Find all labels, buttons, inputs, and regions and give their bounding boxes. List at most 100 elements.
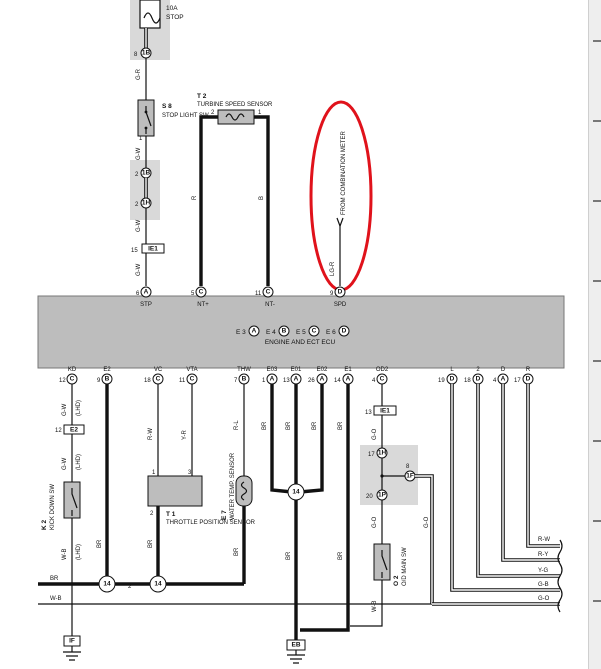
stop-light-switch: S 8 STOP LIGHT SW (137, 99, 209, 137)
connector-ie2 (63, 424, 85, 435)
pin-number: 8 (134, 52, 138, 58)
component-name: STOP LIGHT SW (162, 113, 209, 119)
pin-code: A (144, 289, 149, 296)
pin-code: C (266, 289, 271, 296)
wire-color-label: R (192, 195, 198, 200)
pin-code: C (156, 376, 161, 383)
wire-color-label: BR (312, 421, 318, 430)
pin-number: 2 (135, 172, 139, 178)
turbine-speed-sensor: T 2 TURBINE SPEED SENSOR 2 1 (197, 93, 273, 125)
lhd-label: (LHD) (76, 544, 82, 560)
ecu-body (37, 295, 565, 369)
ecu-bottom-pins: KD C 12 E2 B 9 VC C 18 VTA C 11 THW B 7 … (59, 367, 534, 385)
wire-color-label: BR (286, 551, 292, 560)
pin-code: B (242, 376, 247, 383)
splice-label: 14 (154, 581, 162, 588)
pin-number: 1 (139, 136, 143, 142)
component-id: O 2 (393, 575, 400, 586)
pin-number: 20 (366, 494, 373, 500)
junction-label: 1H (378, 450, 387, 457)
pin-name: VTA (186, 367, 197, 373)
pin-code: D (526, 376, 531, 383)
pin-number: 11 (255, 291, 262, 297)
component-id: T 1 (166, 511, 176, 518)
wire-color-label: W-B (62, 548, 68, 560)
wire-color-label: R-L (234, 420, 240, 430)
output-wire-label: G-O (538, 596, 550, 602)
pin-code: A (501, 376, 506, 383)
component-id: T 2 (197, 93, 207, 100)
pin-number: 12 (55, 428, 62, 434)
wire-color-label: BR (338, 551, 344, 560)
pin-name: NT+ (197, 302, 209, 308)
pin-name: SPD (334, 302, 347, 308)
pin-name: E02 (317, 367, 328, 373)
pin-number: 18 (144, 378, 151, 384)
component-name: KICK DOWN SW (50, 484, 56, 530)
output-wire-label: Y-G (538, 568, 548, 574)
pin-name: VC (154, 367, 163, 373)
pin-number: 6 (136, 291, 140, 297)
ground-label: EB (291, 642, 300, 649)
ecu-connector-label: E 6 (326, 329, 336, 336)
pin-number: 18 (464, 378, 471, 384)
junction-label: 1B (142, 50, 151, 57)
water-temp-sensor: E 7 WATER TEMP. SENSOR (221, 452, 253, 520)
component-id: K 2 (41, 520, 48, 531)
junction-label: 1H (142, 200, 151, 207)
pin-code: D (476, 376, 481, 383)
pin-number: 17 (368, 452, 375, 458)
pin-number: 4 (372, 378, 376, 384)
connector-ie1b (373, 405, 397, 416)
pin-name: NT- (265, 302, 275, 308)
component-name: THROTTLE POSITION SENSOR (166, 520, 256, 526)
wire-color-label: Y-R (182, 430, 188, 440)
ecu-connector-code: A (252, 328, 257, 335)
ecu-name: ENGINE AND ECT ECU (265, 339, 336, 346)
pin-name: E03 (267, 367, 278, 373)
pin-number: 2 (211, 110, 215, 116)
wire-color-label: BR (148, 539, 154, 548)
wire-color-label: W-B (50, 596, 62, 602)
splice-label: 14 (292, 489, 300, 496)
pin-number: 26 (308, 378, 315, 384)
pin-number: 13 (283, 378, 290, 384)
pin-name: R (526, 367, 531, 373)
wire-color-label: BR (338, 421, 344, 430)
pin-name: THW (237, 367, 251, 373)
pin-number: 9 (97, 378, 101, 384)
page-edge (588, 0, 601, 669)
pin-number: 1 (258, 110, 262, 116)
ecu-connector-code: D (342, 328, 347, 335)
splice-label: 14 (103, 581, 111, 588)
pin-code: B (105, 376, 110, 383)
junction-label: 1P (378, 492, 387, 499)
connector-label: E2 (70, 427, 78, 434)
pin-name: OD2 (376, 367, 389, 373)
od-main-switch: O 2 O/D MAIN SW (373, 543, 408, 586)
ground-if: IF (63, 635, 81, 661)
wire-color-label: BR (234, 547, 240, 556)
pin-number: 9 (330, 291, 334, 297)
pin-name: E01 (291, 367, 302, 373)
pin-number: 2 (150, 511, 154, 517)
wire-color-label: G-W (62, 403, 68, 416)
pin-number: 2 (135, 202, 139, 208)
pin-number: 5 (191, 291, 195, 297)
ecu-connector-code: C (312, 328, 317, 335)
pin-code: A (320, 376, 325, 383)
pin-name: KD (68, 367, 77, 373)
pin-number: 2 (128, 584, 132, 590)
junction-label: 1B (142, 170, 151, 177)
wire-color-label: G-W (62, 457, 68, 470)
wire-color-label: G-O (372, 516, 378, 528)
output-wire-label: R-W (538, 537, 550, 543)
ecu-connector-code: B (282, 328, 287, 335)
wire-color-label: B (259, 196, 265, 200)
ground-label: IF (69, 638, 75, 645)
pin-code: C (70, 376, 75, 383)
pin-number: 3 (188, 470, 192, 476)
output-wire-label: R-Y (538, 552, 548, 558)
pin-name: 2 (476, 367, 480, 373)
